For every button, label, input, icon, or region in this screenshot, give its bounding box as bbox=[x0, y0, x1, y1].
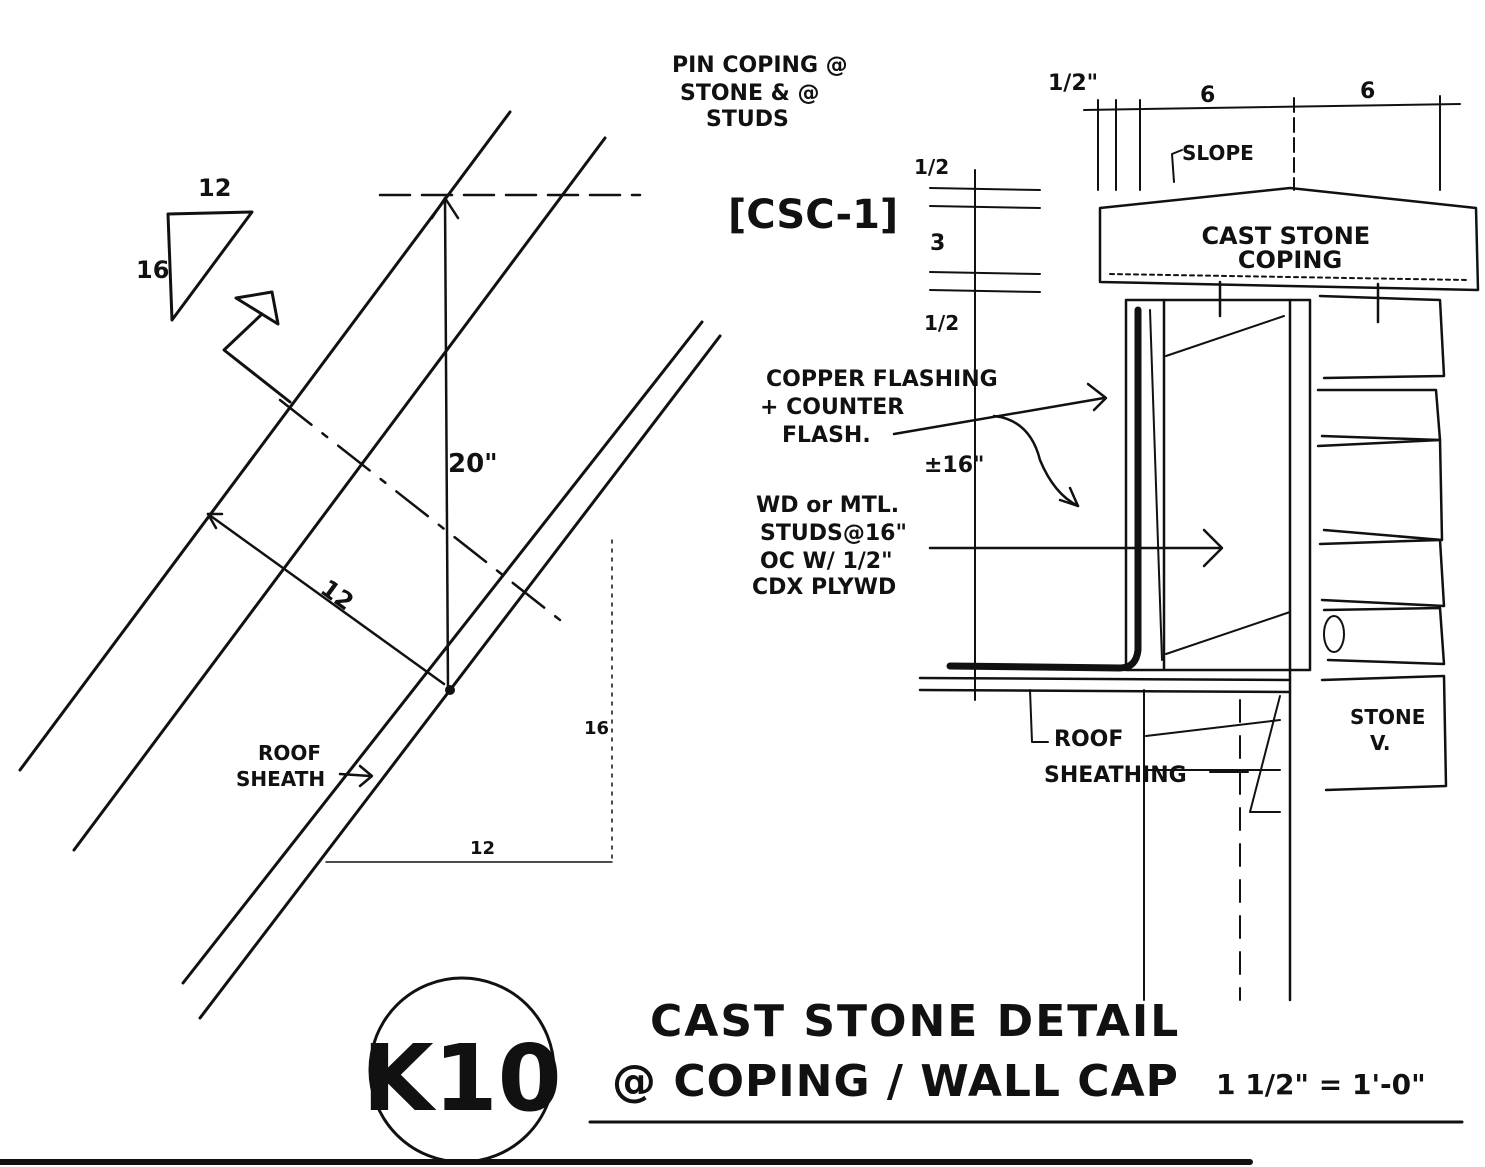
roof-sheathing-line1: ROOF bbox=[1054, 727, 1123, 752]
copper-line2: + COUNTER bbox=[760, 395, 904, 420]
pin-note-line2: STONE & @ bbox=[680, 81, 820, 106]
studs-line1: WD or MTL. bbox=[756, 493, 899, 518]
coping-label-line2: COPING bbox=[1238, 246, 1342, 274]
run-bottom-label: 12 bbox=[470, 838, 495, 859]
top-dim-left-label: 6 bbox=[1200, 83, 1215, 108]
side-dimension-string: 1/2 3 1/2 ±16" bbox=[914, 155, 1041, 701]
stone-veneer: STONE V. bbox=[1316, 294, 1448, 792]
slope-label: SLOPE bbox=[1182, 141, 1254, 165]
studs-line2: STUDS@16" bbox=[760, 521, 907, 546]
side-sixteen-label: ±16" bbox=[924, 453, 985, 478]
svg-text:ROOF SHEATH: ROOF SHEATH bbox=[236, 741, 328, 791]
perpendicular-centerline bbox=[278, 398, 562, 622]
vertical-dim-label: 20" bbox=[448, 449, 498, 479]
top-dim-right-label: 6 bbox=[1360, 79, 1375, 104]
roof-sheathing-callout: ROOF SHEATHING bbox=[1029, 689, 1249, 788]
top-dimension-string: 1/2" 6 6 SLOPE bbox=[1048, 71, 1461, 191]
svg-text:ROOF SHEATHING: ROOF SHEATHING bbox=[1044, 727, 1187, 788]
perpendicular-dim-label: 12 bbox=[315, 574, 358, 616]
stone-label-line2: V. bbox=[1370, 731, 1391, 755]
roof-sheath-line1: ROOF bbox=[258, 741, 321, 765]
coping-label-line1: CAST STONE bbox=[1201, 222, 1370, 250]
title-line1: CAST STONE DETAIL bbox=[650, 996, 1180, 1047]
side-top-half-label: 1/2 bbox=[914, 155, 949, 179]
rise-right-label: 16 bbox=[584, 718, 609, 739]
side-three-label: 3 bbox=[930, 231, 945, 256]
half-inch-top-label: 1/2" bbox=[1048, 71, 1098, 96]
detail-tag: [CSC-1] bbox=[728, 192, 898, 238]
scale-label: 1 1/2" = 1'-0" bbox=[1216, 1068, 1426, 1101]
roof-slope-diagram: 12 16 20" 12 bbox=[18, 110, 722, 1020]
studs-line4: CDX PLYWD bbox=[752, 575, 896, 600]
slope-rise-label: 16 bbox=[136, 256, 169, 284]
lower-slope-triangle: 12 16 bbox=[325, 539, 613, 863]
copper-line1: COPPER FLASHING bbox=[766, 367, 998, 392]
slope-run-label: 12 bbox=[198, 174, 231, 202]
pin-coping-note: PIN COPING @ STONE & @ STUDS bbox=[672, 53, 855, 132]
svg-text:CAST STONE COPING: CAST STONE COPING bbox=[1201, 222, 1378, 274]
studs-callout: WD or MTL. STUDS@16" OC W/ 1/2" CDX PLYW… bbox=[752, 493, 1224, 600]
pin-note-line3: STUDS bbox=[706, 107, 789, 132]
vertical-dimension: 20" bbox=[430, 196, 498, 695]
roof-deck bbox=[918, 676, 1292, 1001]
svg-text:WD or MTL. STUDS@16": WD or MTL. STUDS@16" OC W/ 1/2" CDX PLYW… bbox=[752, 493, 915, 600]
roof-plane-lines bbox=[18, 110, 722, 1020]
wall-section-detail: 1/2" 6 6 SLOPE 1/2 3 1/2 ±16" CAST STONE… bbox=[752, 71, 1480, 1002]
pin-note-line1: PIN COPING @ bbox=[672, 53, 848, 78]
perpendicular-dimension: 12 bbox=[206, 512, 446, 686]
slope-triangle: 12 16 bbox=[136, 174, 254, 322]
roof-sheath-callout: ROOF SHEATH bbox=[236, 741, 374, 791]
side-bottom-half-label: 1/2 bbox=[924, 311, 959, 335]
roof-sheath-line2: SHEATH bbox=[236, 767, 325, 791]
direction-arrow-icon bbox=[222, 290, 292, 404]
copper-line3: FLASH. bbox=[782, 423, 871, 448]
svg-text:COPPER FLASHING + COUN: COPPER FLASHING + COUNTER FLASH. bbox=[760, 367, 1005, 448]
stud-wall bbox=[946, 298, 1312, 1002]
svg-text:PIN COPING @ STONE & @: PIN COPING @ STONE & @ STUDS bbox=[672, 53, 855, 132]
detail-number: K10 bbox=[362, 1025, 561, 1132]
title-line2: @ COPING / WALL CAP bbox=[612, 1056, 1179, 1107]
title-block: K10 CAST STONE DETAIL @ COPING / WALL CA… bbox=[362, 976, 1464, 1164]
studs-line3: OC W/ 1/2" bbox=[760, 549, 893, 574]
roof-sheathing-line2: SHEATHING bbox=[1044, 763, 1187, 788]
stone-label-line1: STONE bbox=[1350, 705, 1425, 729]
copper-flashing-callout: COPPER FLASHING + COUNTER FLASH. bbox=[760, 367, 1108, 508]
